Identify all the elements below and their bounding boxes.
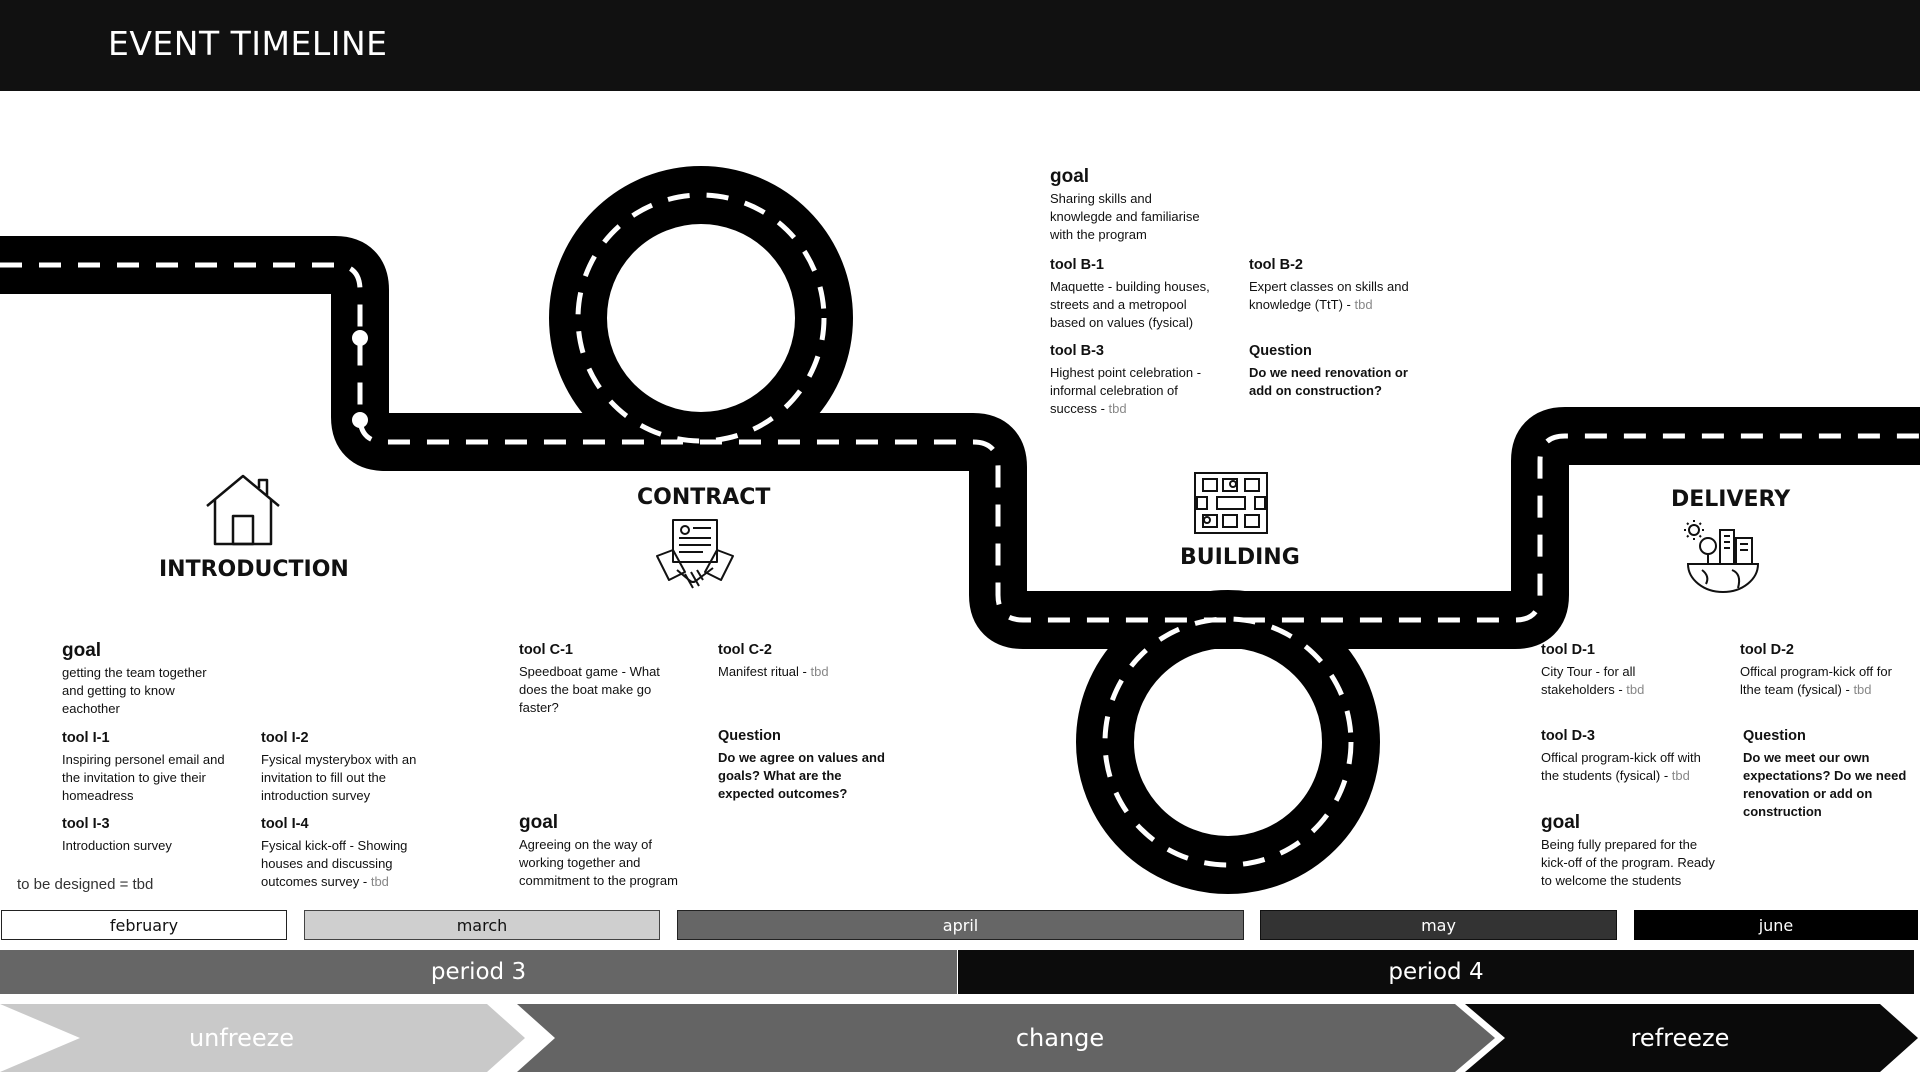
city-map-icon xyxy=(1194,472,1268,534)
tool-c-1: tool C-1 Speedboat game - What does the … xyxy=(519,642,660,715)
goal-heading: goal xyxy=(62,640,102,661)
phase-title-delivery: DELIVERY xyxy=(1671,487,1791,512)
goal-text: getting the team together and getting to… xyxy=(62,665,207,716)
contract-handshake-icon xyxy=(656,519,734,589)
contract-question: Question Do we agree on values and goals… xyxy=(718,728,885,801)
introduction-goal: goal getting the team together and getti… xyxy=(62,640,222,718)
phase-title-building: BUILDING xyxy=(1180,545,1300,570)
period-3: period 3 xyxy=(0,950,957,994)
phase-refreeze: refreeze xyxy=(1630,1024,1730,1052)
tool-b-1: tool B-1 Maquette - building houses, str… xyxy=(1050,257,1210,330)
month-february: february xyxy=(1,910,287,940)
contract-goal: goal Agreeing on the way of working toge… xyxy=(519,812,678,888)
tool-d-3: tool D-3 Offical program-kick off with t… xyxy=(1541,728,1701,783)
tbd-legend-note: to be designed = tbd xyxy=(17,876,154,893)
building-goal: goal Sharing skills and knowlegde and fa… xyxy=(1050,166,1200,242)
tool-i-4: tool I-4 Fysical kick-off - Showing hous… xyxy=(261,816,408,889)
tool-c-2: tool C-2 Manifest ritual - tbd xyxy=(718,642,829,679)
phase-title-introduction: INTRODUCTION xyxy=(159,557,349,582)
month-april: april xyxy=(677,910,1244,940)
building-question: Question Do we need renovation or add on… xyxy=(1249,343,1408,398)
house-icon xyxy=(206,474,280,546)
delivery-question: Question Do we meet our own expectations… xyxy=(1743,728,1907,819)
phase-unfreeze: unfreeze xyxy=(188,1024,295,1052)
phase-title-contract: CONTRACT xyxy=(637,485,771,510)
tool-d-2: tool D-2 Offical program-kick off for lt… xyxy=(1740,642,1892,697)
tool-d-1: tool D-1 City Tour - for all stakeholder… xyxy=(1541,642,1645,697)
delivery-goal: goal Being fully prepared for the kick-o… xyxy=(1541,812,1715,888)
tool-i-2: tool I-2 Fysical mysterybox with an invi… xyxy=(261,730,417,803)
change-phase-arrows xyxy=(0,1004,1918,1072)
month-june: june xyxy=(1634,910,1918,940)
month-march: march xyxy=(304,910,660,940)
tool-b-2: tool B-2 Expert classes on skills and kn… xyxy=(1249,257,1409,312)
month-may: may xyxy=(1260,910,1617,940)
city-globe-icon xyxy=(1684,520,1760,593)
header-bar: EVENT TIMELINE xyxy=(0,0,1920,91)
period-4: period 4 xyxy=(958,950,1914,994)
phase-change: change xyxy=(1015,1024,1105,1052)
tool-b-3: tool B-3 Highest point celebration - inf… xyxy=(1050,343,1202,416)
page-title: EVENT TIMELINE xyxy=(108,24,388,63)
tool-i-3: tool I-3 Introduction survey xyxy=(62,816,172,853)
tool-i-1: tool I-1 Inspiring personel email and th… xyxy=(62,730,225,803)
